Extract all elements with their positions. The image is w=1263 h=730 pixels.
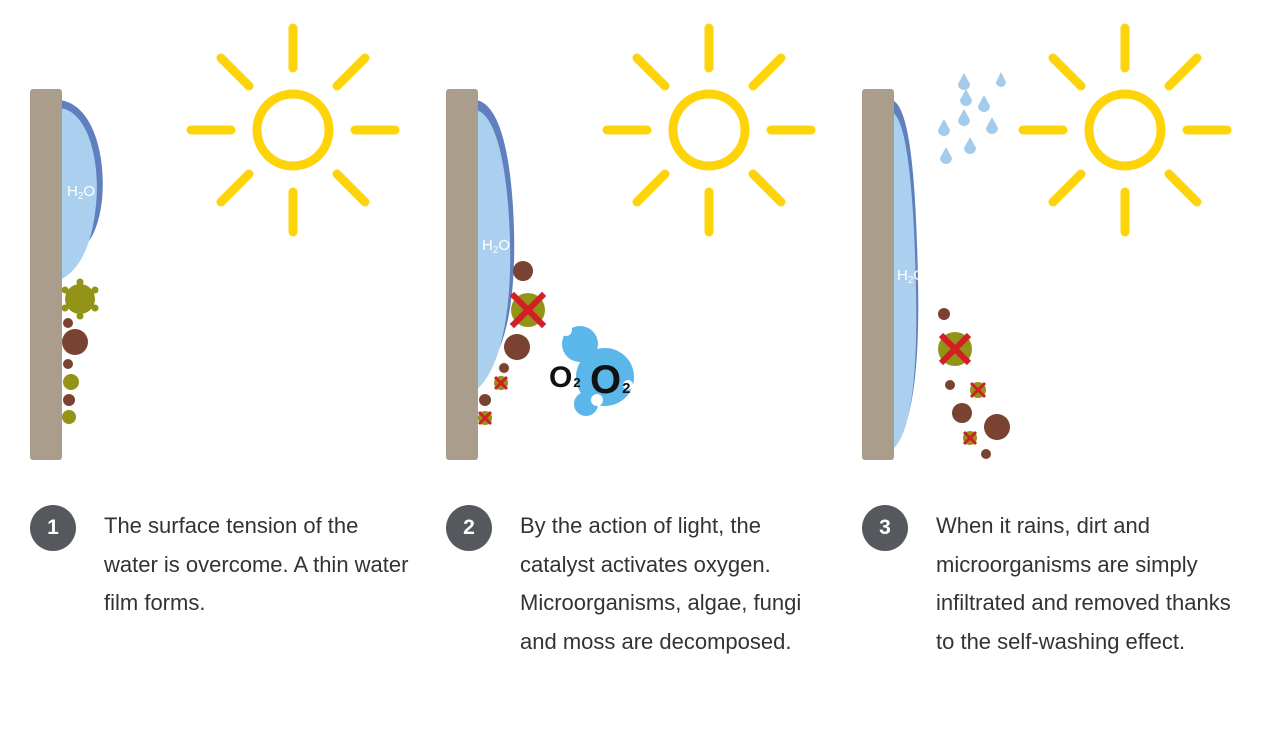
- dirt-particle: [62, 329, 88, 355]
- cross-icon: [962, 430, 978, 446]
- cross-icon: [509, 291, 547, 329]
- sun-icon: [1018, 23, 1232, 237]
- sun-icon: [186, 23, 400, 237]
- water-label: H2O: [897, 267, 925, 286]
- step-2-illustration: H2O: [446, 23, 816, 460]
- dirt-particle: [63, 394, 75, 406]
- algae-particle: [962, 430, 978, 446]
- cross-icon: [969, 381, 987, 399]
- step-3-panel: H2O: [832, 0, 1248, 730]
- water-film: [476, 110, 511, 390]
- cross-icon: [493, 375, 509, 391]
- oxygen-label-small: O2: [549, 361, 581, 394]
- dirt-particle: [499, 363, 509, 373]
- water-film: [892, 112, 917, 450]
- oxygen-label-large: O2: [590, 358, 630, 402]
- dirt-particle: [63, 318, 73, 328]
- step-number-badge: 3: [862, 505, 908, 551]
- step-caption: By the action of light, the catalyst act…: [520, 513, 802, 654]
- dirt-particle: [938, 308, 950, 320]
- step-1-illustration: H2O: [30, 23, 400, 460]
- step-1-panel: H2O 1 The surface tension of the water i…: [0, 0, 416, 730]
- oxygen-molecule: O2 O2: [549, 324, 634, 416]
- step-3-illustration: H2O: [862, 23, 1232, 460]
- water-film: [60, 108, 97, 280]
- dirt-particles: [61, 278, 99, 424]
- dirt-particle: [952, 403, 972, 423]
- decomposing-particles: [477, 261, 547, 426]
- step-number-badge: 2: [446, 505, 492, 551]
- algae-particle: [493, 375, 509, 391]
- dirt-particle: [504, 334, 530, 360]
- algae-particle: [63, 374, 79, 390]
- rain-icon: [938, 72, 1006, 164]
- algae-particle: [938, 332, 972, 366]
- step-2-panel: H2O: [416, 0, 832, 730]
- step-number-badge: 1: [30, 505, 76, 551]
- cross-icon: [938, 332, 972, 366]
- wall: [30, 89, 62, 460]
- algae-particle: [62, 410, 76, 424]
- step-caption: When it rains, dirt and microorganisms a…: [936, 513, 1231, 654]
- wall: [862, 89, 894, 460]
- dirt-particle: [479, 394, 491, 406]
- cross-icon: [477, 410, 493, 426]
- dirt-particle: [513, 261, 533, 281]
- wall: [446, 89, 478, 460]
- dirt-particle: [945, 380, 955, 390]
- dirt-particle: [984, 414, 1010, 440]
- dirt-particle: [981, 449, 991, 459]
- algae-particle: [969, 381, 987, 399]
- dirt-particle: [63, 359, 73, 369]
- step-caption: The surface tension of the water is over…: [104, 513, 409, 615]
- algae-particle: [61, 278, 99, 320]
- algae-particle: [477, 410, 493, 426]
- washed-particles: [938, 308, 1010, 459]
- water-label: H2O: [482, 237, 510, 256]
- algae-particle: [509, 291, 547, 329]
- water-label: H2O: [67, 183, 95, 202]
- sun-icon: [602, 23, 816, 237]
